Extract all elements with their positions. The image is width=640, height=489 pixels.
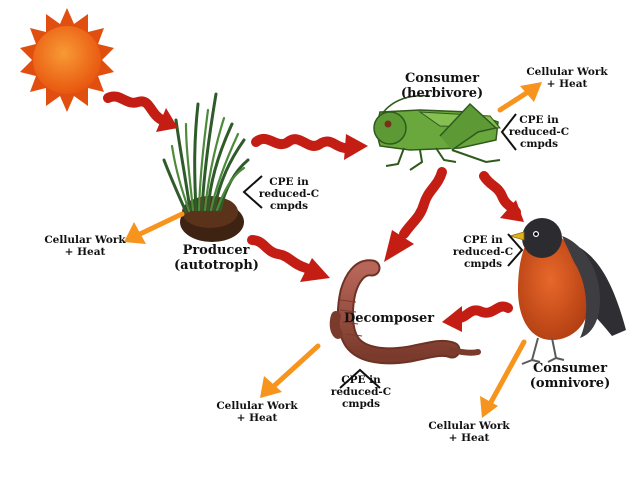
brackets: [242, 113, 524, 389]
grasshopper-icon: [373, 94, 502, 171]
arrow-producer-to-decomposer: [247, 235, 311, 273]
cpe-producer-label: CPE in reduced-C cmpds: [258, 176, 320, 213]
bracket-producer: [242, 175, 263, 209]
cpe-decomposer-label: CPE in reduced-C cmpds: [330, 374, 392, 411]
arrow-herbivore-to-decomposer: [399, 167, 447, 239]
heat-arrow-producer: [137, 211, 185, 237]
arrow-producer-to-herbivore: [251, 133, 355, 154]
omnivore-label: Consumer (omnivore): [529, 361, 611, 391]
cellular-work-herbivore-label: Cellular Work + Heat: [526, 66, 608, 91]
bracket-decomposer: [339, 368, 381, 389]
herbivore-label: Consumer (herbivore): [400, 71, 484, 101]
arrow-omnivore-to-decomposer: [453, 301, 513, 323]
cpe-herbivore-label: CPE in reduced-C cmpds: [508, 114, 570, 151]
cellular-work-decomposer-label: Cellular Work + Heat: [216, 400, 298, 425]
heat-arrow-decomposer: [271, 343, 321, 389]
heat-arrows: [137, 89, 531, 407]
energy-arrowheads: [156, 108, 524, 332]
cellular-work-producer-label: Cellular Work + Heat: [44, 234, 126, 259]
earthworm-icon: [329, 259, 481, 365]
heat-arrow-herbivore: [497, 89, 531, 113]
grass-icon: [162, 92, 250, 242]
bracket-herbivore: [500, 113, 517, 151]
arrow-sun-to-producer: [103, 91, 167, 125]
robin-icon: [508, 218, 626, 365]
producer-label: Producer (autotroph): [174, 243, 259, 273]
decomposer-label: Decomposer: [344, 311, 435, 326]
heat-arrowheads: [124, 82, 542, 418]
bracket-omnivore: [507, 233, 524, 267]
heat-arrow-omnivore: [487, 339, 527, 407]
cpe-omnivore-label: CPE in reduced-C cmpds: [452, 234, 514, 271]
cellular-work-omnivore-label: Cellular Work + Heat: [428, 420, 510, 445]
sun-icon: [20, 8, 114, 112]
